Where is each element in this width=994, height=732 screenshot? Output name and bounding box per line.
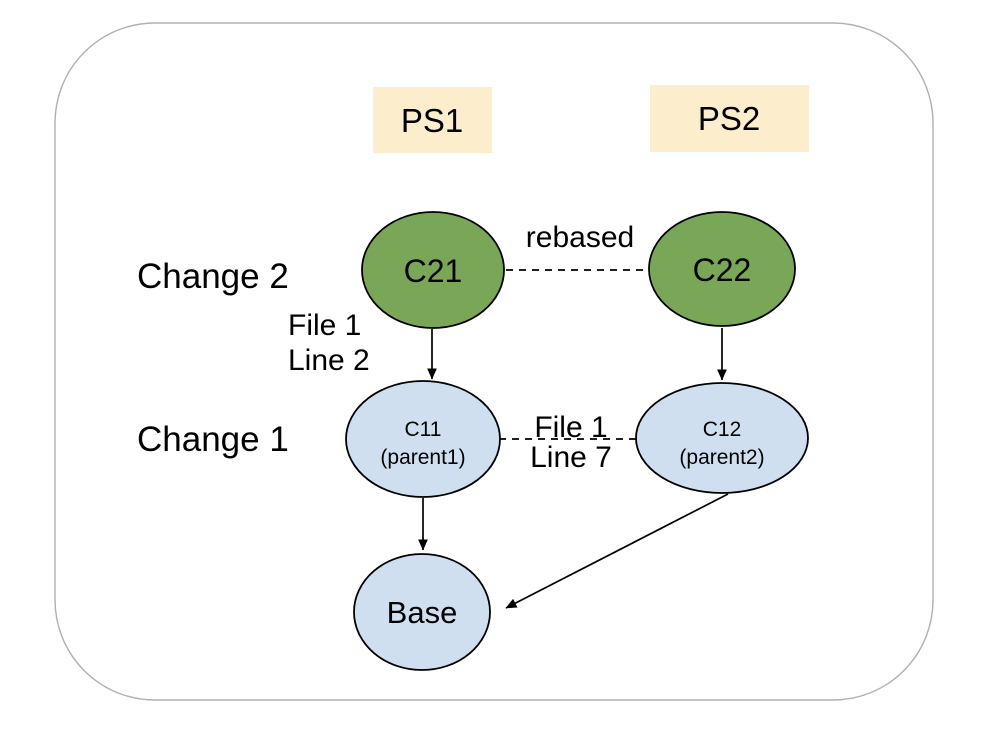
node-c22-label: C22 bbox=[693, 252, 752, 288]
node-base bbox=[353, 553, 491, 671]
rebased-label: rebased bbox=[526, 221, 634, 254]
row-label-change1: Change 1 bbox=[137, 420, 289, 459]
node-c12-label: C12 bbox=[703, 418, 742, 441]
edge-c12-to-base bbox=[505, 493, 729, 609]
node-c11-sublabel: (parent1) bbox=[380, 446, 465, 469]
row-label-change2: Change 2 bbox=[137, 257, 289, 296]
conflict-label-file: File 1 bbox=[534, 411, 607, 444]
node-base-label: Base bbox=[387, 595, 458, 630]
ps2-header-label: PS2 bbox=[698, 100, 760, 137]
ps1-header-box bbox=[373, 87, 492, 153]
node-c11 bbox=[345, 380, 501, 498]
node-c12 bbox=[635, 382, 809, 494]
node-c11-label: C11 bbox=[405, 418, 442, 441]
c21-annotation-file: File 1 bbox=[288, 309, 361, 342]
conflict-label-line: Line 7 bbox=[530, 441, 612, 474]
c21-annotation-line: Line 2 bbox=[288, 344, 370, 377]
node-c21 bbox=[361, 211, 505, 329]
ps1-header-label: PS1 bbox=[401, 102, 463, 139]
outer-frame bbox=[54, 22, 934, 701]
node-c22 bbox=[648, 211, 796, 327]
node-c21-label: C21 bbox=[404, 253, 463, 289]
ps2-header-box bbox=[650, 85, 809, 152]
node-c12-sublabel: (parent2) bbox=[679, 446, 764, 469]
